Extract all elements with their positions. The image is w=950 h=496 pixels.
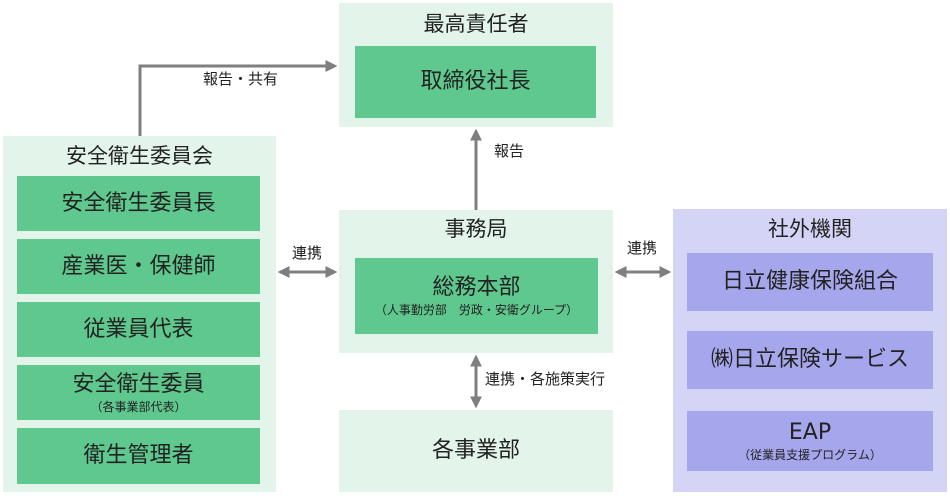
committee-item: 衛生管理者 [17, 428, 260, 484]
external-item: 日立健康保険組合 [687, 253, 933, 311]
general-affairs-box: 総務本部 （人事勤労部 労政・安衛グループ） [355, 258, 598, 334]
liaison-left-label: 連携 [292, 244, 323, 262]
external-title: 社外機関 [768, 217, 852, 241]
committee-item-sublabel: （各事業部代表） [90, 399, 187, 414]
president-label: 取締役社長 [420, 69, 531, 94]
committee-item-label: 産業医・保健師 [61, 253, 216, 279]
committee-item: 従業員代表 [17, 302, 260, 357]
liaison-measures-label: 連携・各施策実行 [485, 370, 606, 388]
secretariat-panel: 事務局 総務本部 （人事勤労部 労政・安衛グループ） [339, 210, 613, 353]
president-box: 取締役社長 [355, 46, 596, 118]
committee-item: 産業医・保健師 [17, 239, 260, 294]
committee-item-label: 衛生管理者 [83, 443, 194, 468]
general-affairs-label: 総務本部 [432, 275, 521, 300]
report-label: 報告 [494, 142, 525, 160]
committee-item: 安全衛生委員 （各事業部代表） [17, 365, 260, 420]
committee-panel: 安全衛生委員会 安全衛生委員長 産業医・保健師 従業員代表 安全衛生委員 （各事… [3, 136, 276, 492]
liaison-right-label: 連携 [627, 239, 658, 257]
external-item-sublabel: （従業員支援プログラム） [738, 448, 882, 462]
external-item: ㈱日立保険サービス [687, 331, 933, 389]
committee-item: 安全衛生委員長 [17, 176, 260, 231]
committee-item-label: 従業員代表 [83, 316, 194, 342]
general-affairs-sublabel: （人事勤労部 労政・安衛グループ） [374, 303, 579, 317]
committee-title: 安全衛生委員会 [66, 144, 213, 168]
divisions-label: 各事業部 [431, 438, 520, 463]
secretariat-title: 事務局 [444, 217, 508, 241]
top-executive-panel: 最高責任者 取締役社長 [339, 3, 613, 127]
divisions-box: 各事業部 [339, 410, 613, 492]
external-item-label: EAP [788, 420, 832, 445]
external-item-label: ㈱日立保険サービス [710, 347, 909, 372]
committee-item-label: 安全衛生委員 [72, 371, 205, 397]
top-executive-title: 最高責任者 [423, 12, 529, 36]
committee-item-label: 安全衛生委員長 [61, 190, 216, 216]
divisions-panel: 各事業部 [339, 410, 613, 492]
report-share-label: 報告・共有 [203, 70, 279, 88]
report-share-arrow [138, 60, 338, 136]
external-panel: 社外機関 日立健康保険組合 ㈱日立保険サービス EAP （従業員支援プログラム） [673, 209, 947, 492]
external-item: EAP （従業員支援プログラム） [687, 411, 933, 471]
external-item-label: 日立健康保険組合 [721, 269, 898, 294]
